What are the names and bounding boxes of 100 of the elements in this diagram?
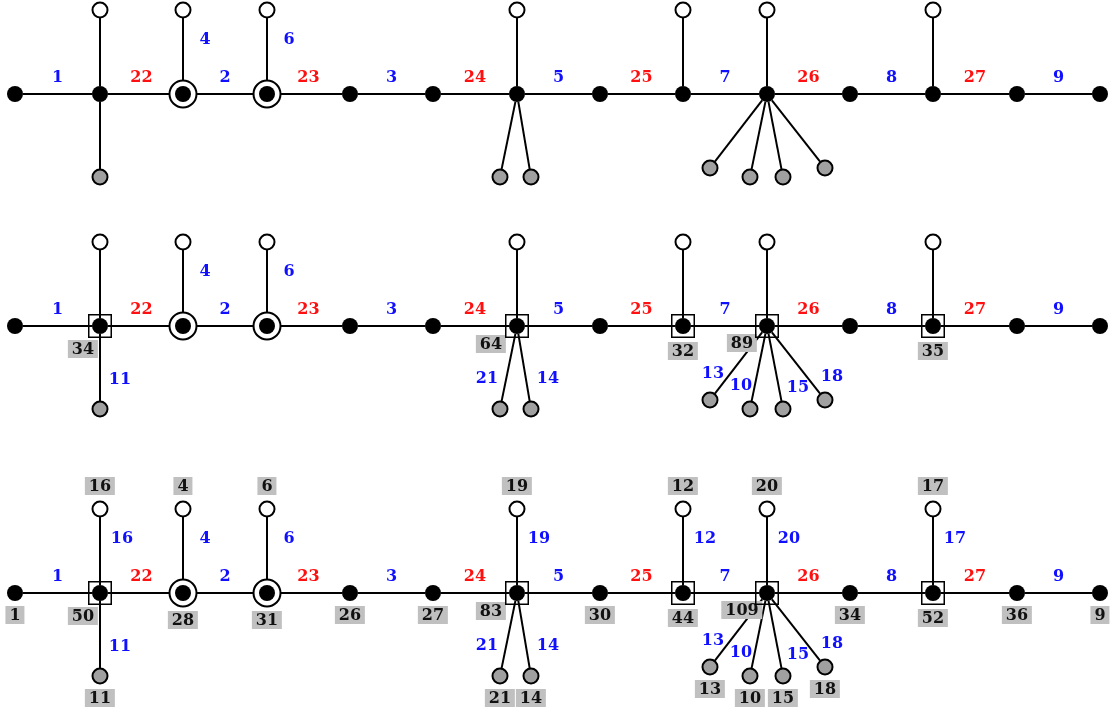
edge-label: 7 xyxy=(719,567,731,585)
edge-label: 17 xyxy=(943,529,967,547)
connector-line xyxy=(750,100,767,171)
edge-label: 11 xyxy=(108,370,132,388)
edge-label: 1 xyxy=(51,68,64,86)
connector-line xyxy=(1024,592,1093,594)
connector-line xyxy=(1024,93,1093,95)
edge-label: 2 xyxy=(219,567,231,585)
connector-line xyxy=(713,99,764,163)
edge-label: 13 xyxy=(701,631,725,649)
connector-line xyxy=(932,516,934,586)
connector-line xyxy=(774,592,843,594)
connector-line xyxy=(182,17,184,82)
edge-label: 23 xyxy=(297,300,320,318)
connector-line xyxy=(767,599,783,670)
number-tag: 44 xyxy=(667,609,699,627)
number-tag: 18 xyxy=(809,680,841,698)
edge-label: 8 xyxy=(885,68,898,86)
number-tag: 1 xyxy=(5,606,25,624)
number-tag: 17 xyxy=(917,477,949,495)
edge-label: 7 xyxy=(719,68,731,86)
connector-line xyxy=(357,592,426,594)
number-tag: 11 xyxy=(84,689,116,707)
connector-line xyxy=(857,93,926,95)
connector-line xyxy=(690,93,760,95)
connector-line xyxy=(857,325,926,327)
edge-label: 9 xyxy=(1052,300,1065,318)
number-tag: 26 xyxy=(334,606,366,624)
edge-label: 5 xyxy=(552,68,565,86)
connector-line xyxy=(690,325,760,327)
number-tag: 10 xyxy=(734,689,766,707)
connector-line xyxy=(517,100,531,171)
connector-line xyxy=(99,600,101,669)
edge-label: 22 xyxy=(130,68,153,86)
connector-line xyxy=(357,93,426,95)
connector-line xyxy=(182,516,184,581)
number-tag: 14 xyxy=(515,689,547,707)
connector-line xyxy=(750,332,767,403)
number-tag: 30 xyxy=(584,606,616,624)
edge-label: 9 xyxy=(1052,567,1065,585)
connector-line xyxy=(22,592,93,594)
connector-line xyxy=(524,93,593,95)
connector-line xyxy=(767,332,783,403)
edge-label: 14 xyxy=(536,369,560,387)
connector-line xyxy=(770,99,822,163)
connector-line xyxy=(1024,325,1093,327)
connector-line xyxy=(22,93,93,95)
edge-label: 7 xyxy=(719,300,731,318)
edge-label: 26 xyxy=(797,300,820,318)
edge-label: 2 xyxy=(219,300,231,318)
connector-line xyxy=(770,598,822,662)
edge-label: 6 xyxy=(283,30,295,48)
number-tag: 16 xyxy=(84,477,116,495)
edge-label: 24 xyxy=(463,300,487,318)
edge-label: 11 xyxy=(108,637,132,655)
number-tag: 32 xyxy=(667,342,699,360)
number-tag: 83 xyxy=(475,602,507,620)
edge-label: 18 xyxy=(820,367,844,385)
connector-line xyxy=(766,249,768,319)
edge-label: 13 xyxy=(701,364,725,382)
edge-label: 15 xyxy=(786,378,810,396)
connector-line xyxy=(766,516,768,586)
connector-line xyxy=(524,592,593,594)
connector-line xyxy=(500,100,517,171)
edge-label: 18 xyxy=(820,634,844,652)
connector-line xyxy=(774,93,843,95)
connector-line xyxy=(750,599,767,670)
connector-line xyxy=(857,592,926,594)
edge-label: 4 xyxy=(199,262,211,280)
edge-label: 27 xyxy=(963,300,987,318)
number-tag: 34 xyxy=(834,606,866,624)
connector-line xyxy=(767,100,783,171)
edge-label: 24 xyxy=(463,567,487,585)
edge-label: 14 xyxy=(536,636,560,654)
edge-label: 26 xyxy=(797,567,820,585)
edge-label: 3 xyxy=(385,567,398,585)
edge-label: 8 xyxy=(885,300,898,318)
connector-line xyxy=(607,325,676,327)
number-tag: 31 xyxy=(251,611,283,629)
number-tag: 109 xyxy=(721,601,763,619)
connector-line xyxy=(440,325,510,327)
number-tag: 35 xyxy=(917,342,949,360)
edge-label: 23 xyxy=(297,567,320,585)
edge-label: 2 xyxy=(219,68,231,86)
edge-label: 3 xyxy=(385,68,398,86)
edge-label: 27 xyxy=(963,68,987,86)
number-tag: 28 xyxy=(167,611,199,629)
connector-line xyxy=(500,332,517,403)
edge-label: 26 xyxy=(797,68,820,86)
edge-label: 1 xyxy=(51,300,64,318)
edge-label: 5 xyxy=(552,300,565,318)
number-tag: 64 xyxy=(475,335,507,353)
connector-line xyxy=(516,249,518,319)
edge-label: 4 xyxy=(199,529,211,547)
connector-line xyxy=(690,592,760,594)
edge-label: 6 xyxy=(283,262,295,280)
number-tag: 36 xyxy=(1001,606,1033,624)
number-tag: 13 xyxy=(694,680,726,698)
edge-label: 12 xyxy=(693,529,717,547)
connector-line xyxy=(440,592,510,594)
